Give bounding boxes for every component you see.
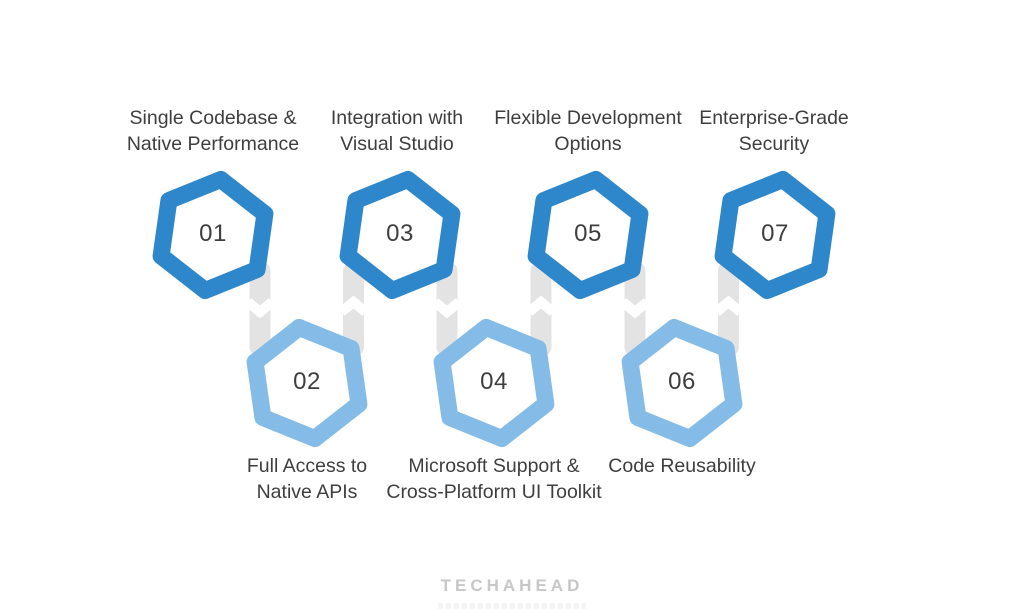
hexagon-number-04: 04 bbox=[480, 368, 508, 395]
connector-05-06 bbox=[619, 262, 651, 356]
connector-06-07 bbox=[713, 262, 744, 356]
hexagon-number-01: 01 bbox=[199, 220, 227, 247]
connector-04-05 bbox=[525, 262, 557, 356]
hexagon-number-03: 03 bbox=[386, 220, 414, 247]
item-label-05: Flexible Development Options bbox=[494, 107, 682, 155]
hexagon-number-02: 02 bbox=[293, 368, 321, 395]
cropped-tagline-smudge bbox=[438, 603, 586, 609]
item-label-06: Code Reusability bbox=[608, 455, 756, 477]
connector-02-03 bbox=[338, 262, 369, 356]
hexagon-number-05: 05 bbox=[574, 220, 602, 247]
item-label-03: Integration with Visual Studio bbox=[330, 107, 464, 155]
hexagon-number-07: 07 bbox=[761, 220, 789, 247]
hexagon-05 bbox=[527, 171, 649, 299]
connector-03-04 bbox=[431, 262, 463, 356]
hexagon-04 bbox=[433, 319, 555, 447]
hexagon-07 bbox=[714, 171, 836, 299]
hexagon-03 bbox=[339, 171, 461, 299]
item-label-07: Enterprise-Grade Security bbox=[699, 107, 849, 155]
hexagon-01 bbox=[152, 171, 274, 299]
techahead-logo: TECHAHEAD bbox=[440, 576, 584, 595]
item-label-02: Full Access to Native APIs bbox=[246, 455, 368, 503]
hexagon-06 bbox=[621, 319, 743, 447]
item-label-04: Microsoft Support & Cross-Platform UI To… bbox=[386, 455, 602, 503]
hexagon-number-06: 06 bbox=[668, 368, 696, 395]
item-label-01: Single Codebase & Native Performance bbox=[126, 107, 300, 155]
hexagon-02 bbox=[246, 319, 368, 447]
connector-01-02 bbox=[244, 262, 276, 356]
